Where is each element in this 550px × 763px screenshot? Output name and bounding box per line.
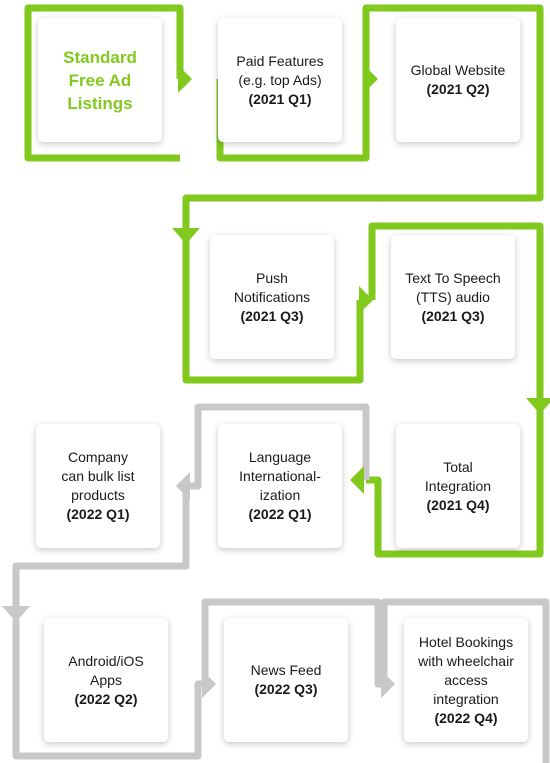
milestone-title: Global Website (410, 62, 506, 78)
milestone-quarter: (2021 Q2) (426, 81, 490, 97)
milestone-quarter: (2021 Q1) (248, 90, 312, 107)
milestone-quarter: (2021 Q3) (421, 307, 485, 324)
milestone-card-language-internationalization: Language International- ization (2022 Q1… (218, 424, 342, 548)
connector-gray-3 (12, 609, 205, 760)
arrowhead-gray-down-icon (2, 606, 30, 622)
milestone-title: Text To Speech (TTS) audio (405, 269, 501, 305)
milestone-card-total-integration: Total Integration (2021 Q4) (396, 424, 520, 548)
milestone-card-text-to-speech: Text To Speech (TTS) audio (2021 Q3) (391, 235, 515, 359)
milestone-card-standard-free-ad-listings: Standard Free Ad Listings (38, 18, 162, 142)
milestone-card-hotel-bookings: Hotel Bookings with wheelchair access in… (404, 618, 528, 742)
milestone-card-news-feed: News Feed (2022 Q3) (224, 618, 348, 742)
arrowhead-gray-right-icon (202, 670, 216, 698)
milestone-title: Company can bulk list products (61, 449, 135, 503)
connector-green-4 (182, 232, 364, 384)
milestone-title: Total Integration (424, 458, 492, 494)
milestone-card-company-bulk-list: Company can bulk list products (2022 Q1) (36, 424, 160, 548)
connector-green-1 (24, 4, 184, 162)
milestone-quarter: (2022 Q2) (74, 690, 138, 707)
connector-green-5 (368, 222, 544, 402)
arrowhead-green-right-icon (178, 65, 192, 93)
milestone-quarter: (2022 Q4) (434, 709, 498, 726)
milestone-quarter: (2022 Q1) (248, 506, 312, 522)
milestone-quarter: (2021 Q4) (426, 496, 490, 513)
milestone-title: Hotel Bookings with wheelchair access in… (418, 633, 514, 707)
connector-gray-1 (186, 403, 370, 490)
milestone-card-android-ios-apps: Android/iOS Apps (2022 Q2) (44, 618, 168, 742)
connector-green-6 (366, 402, 544, 558)
milestone-title: Paid Features (e.g. top Ads) (236, 52, 324, 88)
arrowhead-green-right-icon (359, 286, 373, 314)
milestone-quarter: (2021 Q3) (240, 307, 304, 324)
connector-gray-2 (12, 486, 190, 609)
milestone-quarter: (2022 Q1) (66, 506, 130, 522)
connector-gray-5 (380, 598, 550, 763)
arrowhead-gray-left-icon (176, 472, 190, 500)
arrowhead-gray-right-icon (381, 670, 395, 698)
milestone-title: Android/iOS Apps (68, 652, 144, 688)
milestone-title: Push Notifications (233, 269, 311, 305)
milestone-title: Language International- ization (239, 449, 321, 503)
arrowhead-green-left-icon (350, 466, 364, 494)
milestone-card-global-website: Global Website (2021 Q2) (396, 18, 520, 142)
milestone-card-paid-features: Paid Features (e.g. top Ads) (2021 Q1) (218, 18, 342, 142)
milestone-title: Standard Free Ad Listings (63, 47, 137, 113)
connector-gray-4 (201, 598, 384, 688)
arrowhead-green-down-icon (172, 228, 200, 244)
milestone-card-push-notifications: Push Notifications (2021 Q3) (210, 235, 334, 359)
arrowhead-green-down-icon (526, 398, 550, 414)
milestone-title: News Feed (250, 662, 322, 678)
milestone-quarter: (2022 Q3) (254, 681, 318, 697)
arrowhead-green-right-icon (364, 65, 378, 93)
connector-green-3 (182, 4, 544, 232)
